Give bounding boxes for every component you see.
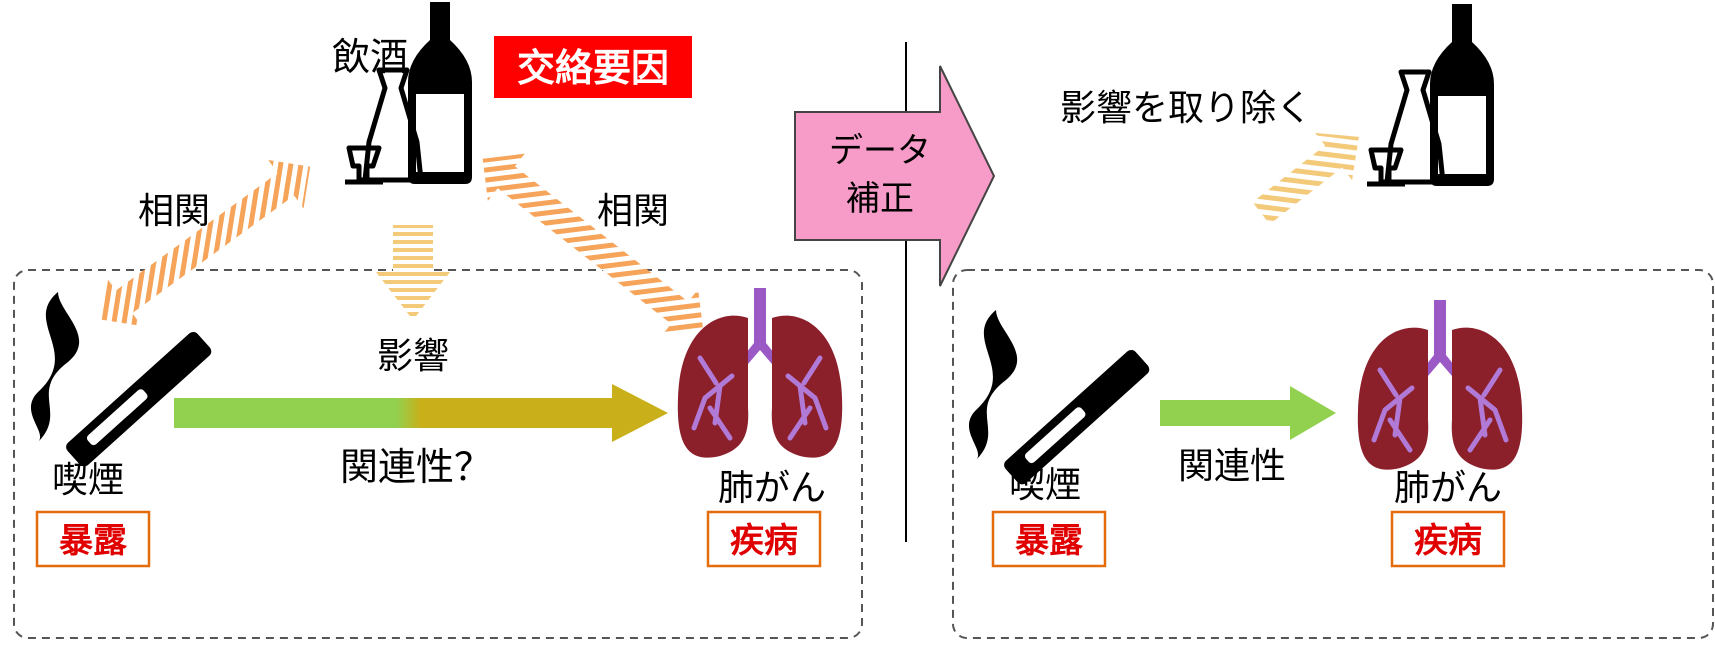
svg-text:疾病: 疾病: [730, 521, 798, 561]
disease-label-left: 肺がん: [718, 468, 826, 509]
relation-arrow-left: [174, 384, 668, 442]
right-panel-frame: [952, 269, 1714, 639]
exposure-label-left: 喫煙: [52, 460, 124, 501]
svg-text:交絡要因: 交絡要因: [517, 46, 669, 90]
remove-influence-label: 影響を取り除く: [1060, 88, 1312, 129]
confounder-badge: 交絡要因: [494, 36, 692, 98]
left-panel-frame: [13, 269, 863, 639]
influence-arrow: [376, 225, 450, 320]
cigarette-icon-right: [968, 310, 1152, 487]
svg-text:補正: 補正: [846, 179, 914, 219]
exposure-tag-left: 暴露: [35, 510, 151, 568]
svg-text:疾病: 疾病: [1414, 521, 1482, 561]
lungs-icon: [678, 288, 842, 458]
correlation-label-right: 相関: [597, 191, 669, 232]
influence-label: 影響: [377, 336, 449, 377]
disease-label-right: 肺がん: [1394, 468, 1502, 509]
svg-text:暴露: 暴露: [59, 521, 128, 561]
correlation-arrow-right: [482, 153, 704, 337]
exposure-label-right: 喫煙: [1009, 465, 1081, 506]
correlation-label-left: 相関: [138, 191, 210, 232]
lungs-icon-right: [1358, 300, 1522, 470]
svg-text:暴露: 暴露: [1015, 521, 1084, 561]
relation-label-left: 関連性？: [340, 445, 492, 489]
correlation-arrow-left: [99, 159, 311, 327]
disease-tag-left: 疾病: [706, 510, 822, 568]
remove-influence-arrow: [1252, 132, 1359, 225]
data-correction-arrow: データ 補正: [794, 65, 996, 287]
relation-arrow-right: [1160, 386, 1336, 440]
relation-label-right: 関連性: [1178, 446, 1286, 487]
exposure-tag-right: 暴露: [991, 510, 1107, 568]
svg-text:データ: データ: [829, 131, 931, 171]
disease-tag-right: 疾病: [1390, 510, 1506, 568]
